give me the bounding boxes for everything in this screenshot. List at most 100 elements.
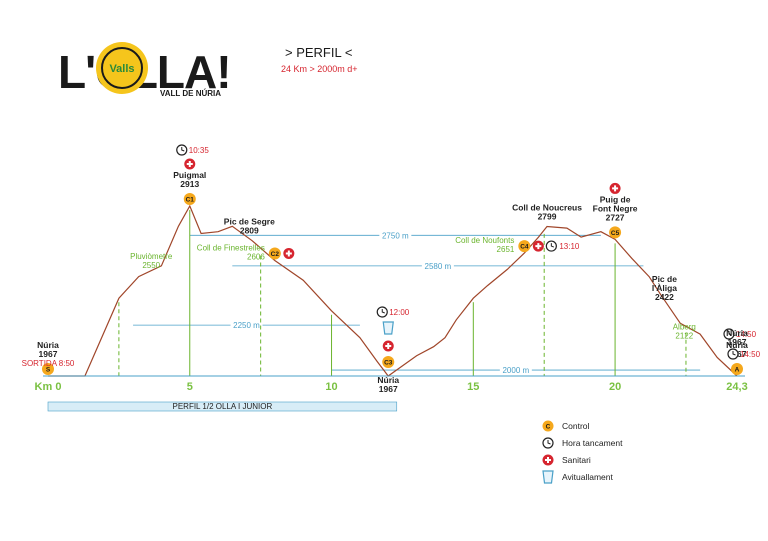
clock-hands-icon xyxy=(547,440,551,445)
logo-circle xyxy=(96,42,148,94)
x-tick-label: 15 xyxy=(467,381,479,393)
legend-label: Hora tancament xyxy=(562,438,623,448)
waypoint-label: 2651 xyxy=(497,245,515,254)
reference-label-bg xyxy=(230,320,263,331)
reference-label: 2580 m xyxy=(425,262,452,271)
legend-label: Avituallament xyxy=(562,472,614,482)
waypoint-label: Coll de Noucreus xyxy=(512,202,582,212)
control-icon xyxy=(731,363,743,375)
time-label: 12:00 xyxy=(389,308,410,317)
waypoint-label: Núria xyxy=(37,340,59,350)
water-cup-icon xyxy=(382,321,394,335)
sanitari-cross-icon xyxy=(612,185,619,192)
control-icon-label: C1 xyxy=(186,197,195,204)
logo-badge: Valls xyxy=(109,63,134,75)
x-tick-label: 20 xyxy=(609,381,621,393)
junior-band: PERFIL 1/2 OLLA I JUNIOR xyxy=(47,401,398,412)
band-label: PERFIL 1/2 OLLA I JUNIOR xyxy=(173,402,273,411)
reference-lines: 2750 m 2580 m 2250 m 2000 m xyxy=(133,230,701,376)
legend-label: Sanitari xyxy=(562,455,591,465)
sanitari-cross-icon xyxy=(535,243,542,250)
page-subtitle: 24 Km > 2000m d+ xyxy=(281,64,358,74)
clock-hands-icon xyxy=(181,147,185,152)
waypoint-label: Coll de Finestrelles xyxy=(197,243,265,252)
control-icon xyxy=(518,240,531,253)
control-icon xyxy=(268,247,281,260)
control-icon-label: A xyxy=(735,367,740,374)
x-tick-label: Km 0 xyxy=(35,381,62,393)
control-icon-label: S xyxy=(46,367,51,374)
clock-hands-icon xyxy=(550,243,555,248)
clock-hands-icon xyxy=(732,351,736,356)
control-icon xyxy=(42,363,54,375)
time-label: 10:35 xyxy=(189,146,210,155)
control-icon-label: C3 xyxy=(384,360,393,367)
waypoint-label: 2799 xyxy=(538,211,557,221)
band-rect xyxy=(47,401,398,412)
sanitari-cross-icon xyxy=(385,343,392,349)
reference-label: 2750 m xyxy=(382,231,409,240)
x-tick-label: 24,3 xyxy=(726,381,747,393)
page-title: > PERFIL < xyxy=(285,45,352,60)
logo-sub: VALL DE NÚRIA xyxy=(160,89,221,98)
water-cup-icon xyxy=(542,470,554,484)
waypoint-label: Puigmal xyxy=(173,170,206,180)
waypoint-label: 1967 xyxy=(379,384,398,394)
waypoint-label: 2913 xyxy=(180,179,199,189)
control-icon-label: C xyxy=(546,424,551,431)
waypoint-label: Pic de xyxy=(652,274,677,284)
waypoint-label: Núria xyxy=(726,328,748,338)
waypoint-label: 1967 xyxy=(728,337,747,347)
start-time-label: SORTIDA 8:50 xyxy=(22,359,75,368)
control-icon xyxy=(183,193,196,205)
control-icon-label: C2 xyxy=(271,251,280,258)
control-icon xyxy=(609,226,622,239)
control-icon-label: C4 xyxy=(520,244,529,251)
sanitari-cross-icon xyxy=(545,457,551,463)
time-label: 13:10 xyxy=(559,242,580,251)
clock-hands-icon xyxy=(728,331,732,336)
control-icon xyxy=(382,356,395,368)
finish-time-label: 14:50 xyxy=(740,350,761,359)
waypoint-label: l'Àliga xyxy=(652,283,677,293)
marker-lines xyxy=(118,210,687,376)
reference-label-bg xyxy=(421,260,454,271)
waypoint-label: 2422 xyxy=(655,292,674,302)
legend-label: Control xyxy=(562,421,590,431)
waypoint-label: Font Negre xyxy=(593,203,638,213)
sanitari-cross-icon xyxy=(285,250,292,257)
sanitari-cross-icon xyxy=(186,161,193,167)
waypoint-label: Pic de Segre xyxy=(224,217,275,227)
clock-hands-icon xyxy=(381,309,385,314)
time-label: 14:50 xyxy=(736,330,757,339)
reference-label: 2250 m xyxy=(233,321,260,330)
waypoint-label: Puig de xyxy=(600,194,631,204)
waypoint-label: 1967 xyxy=(39,349,58,359)
reference-label: 2000 m xyxy=(502,366,529,375)
waypoint-label: Pluviòmetre xyxy=(130,252,173,261)
waypoint-label: Coll de Noufonts xyxy=(455,236,514,245)
waypoint-label: Alberg xyxy=(673,322,696,331)
profile-line xyxy=(48,204,738,377)
waypoint-label: 2122 xyxy=(675,331,693,340)
waypoint-label: Núria xyxy=(726,340,748,350)
waypoint-label: 2809 xyxy=(240,226,259,236)
waypoint-label: Núria xyxy=(377,375,399,385)
control-icon-label: C5 xyxy=(611,230,620,237)
waypoint-label: 2727 xyxy=(606,212,625,222)
logo: L'OLLA! Valls VALL DE NÚRIA xyxy=(58,42,232,98)
